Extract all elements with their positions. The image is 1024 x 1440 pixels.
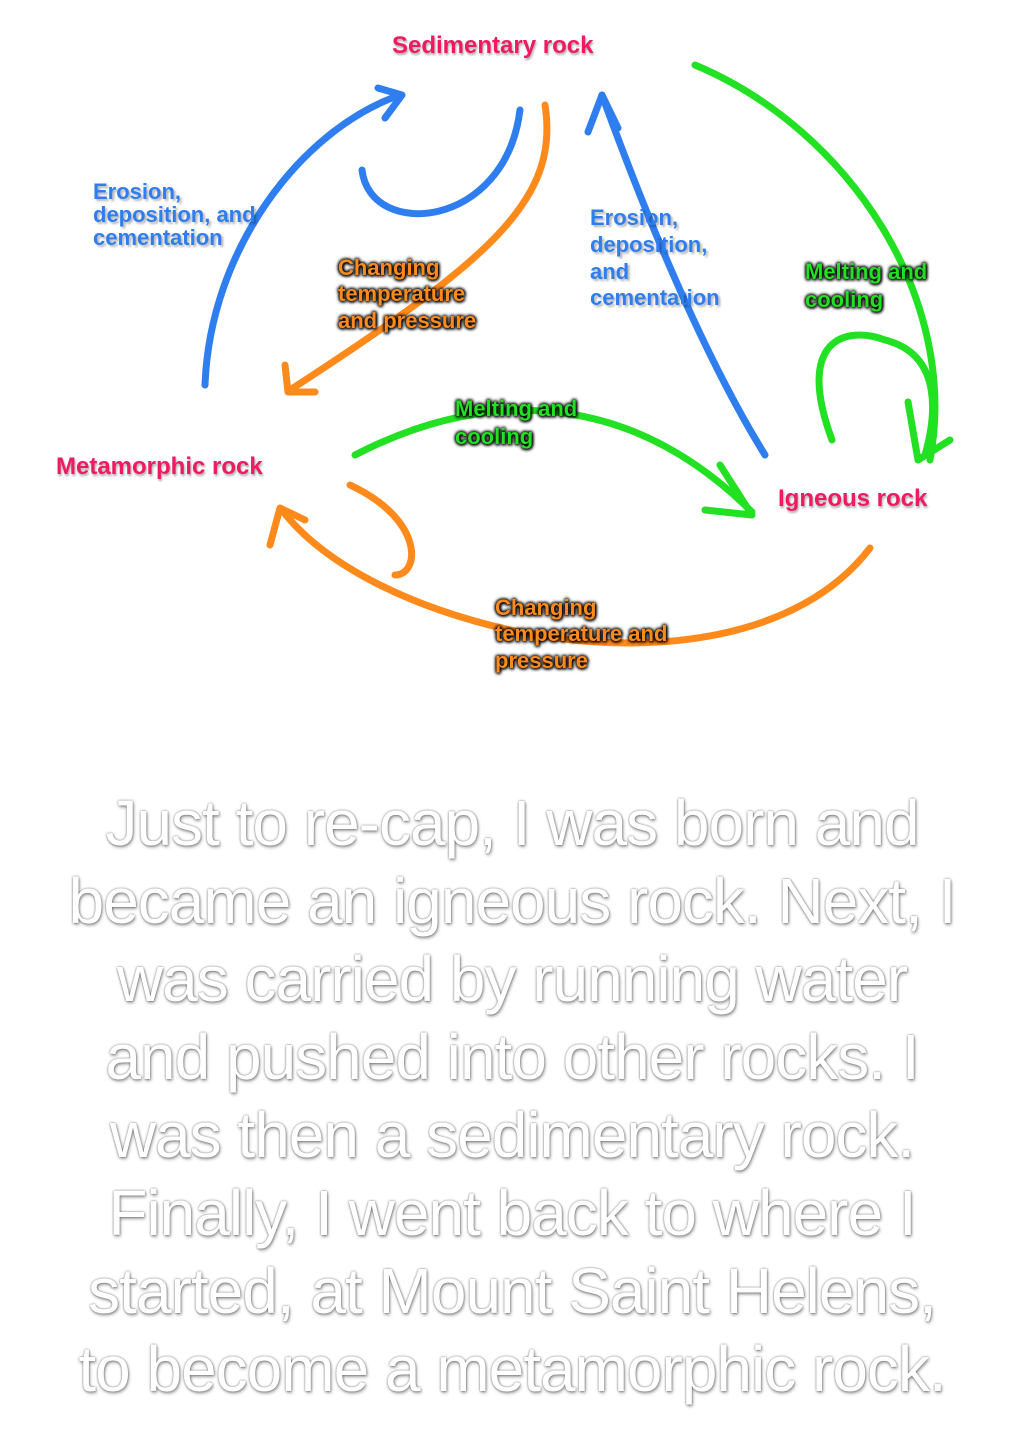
label-line: cementation [93,225,223,251]
metamorphic-rock-label: Metamorphic rock [56,453,263,480]
melting-label-right: Melting and cooling [805,258,927,313]
narration-line: was then a sedimentary rock. [109,1099,915,1171]
orange-arrow-top [281,101,551,396]
blue-arrow-left [201,84,524,389]
changing-label-top: Changing temperature and pressure [338,255,476,334]
narration-line: was carried by running water [116,943,908,1015]
erosion-label-right: Erosion, deposition, and cementation [590,205,720,312]
narration-line: and pushed into other rocks. I [105,1021,919,1093]
label-line: Erosion, [590,205,679,230]
label-line: Changing [338,255,440,280]
label-line: temperature [338,281,466,307]
label-line: deposition, [590,231,708,257]
green-arrow-middle [351,406,756,519]
changing-label-bottom: Changing temperature and pressure [495,595,667,674]
label-line: and pressure [338,307,477,333]
label-line: Erosion, [93,179,182,204]
narration-line: Just to re-cap, I was born and [105,787,919,859]
narration-line: became an igneous rock. Next, I [68,865,957,937]
label-line: temperature and [495,621,668,647]
label-line: and [590,258,630,284]
green-arrow-right [691,61,954,464]
label-line: pressure [495,647,588,673]
erosion-label-left: Erosion, deposition, and cementation [93,180,256,249]
label-line: Melting and [805,259,928,284]
label-line: Changing [495,595,597,620]
igneous-rock-label: Igneous rock [778,485,928,512]
narration-line: to become a metamorphic rock. [78,1333,946,1405]
label-line: cementation [590,285,720,311]
blue-arrow-right [584,91,769,459]
label-line: Melting and [455,396,578,421]
orange-arrow-bottom [266,481,874,647]
cycle-arrows [201,61,954,647]
narration-line: Finally, I went back to where I [108,1177,916,1249]
melting-label-middle: Melting and cooling [455,395,577,450]
label-line: deposition, and [93,202,256,228]
narration-text: Just to re-cap, I was born and became an… [0,784,1024,1408]
narration-line: started, at Mount Saint Helens, [88,1255,937,1327]
label-line: cooling [805,286,884,312]
label-line: cooling [455,423,534,449]
rock-cycle-diagram: Sedimentary rock Metamorphic rock Igneou… [56,32,954,674]
sedimentary-rock-label: Sedimentary rock [392,32,594,59]
